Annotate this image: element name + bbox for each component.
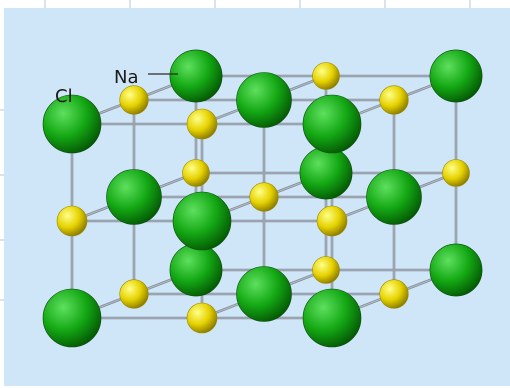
- sodium-atom: [442, 159, 470, 187]
- chloride-atom: [42, 288, 102, 348]
- chloride-atom: [429, 49, 483, 103]
- chloride-atom: [299, 146, 353, 200]
- sodium-atom: [312, 62, 340, 90]
- chloride-atom: [236, 266, 292, 322]
- sodium-atom: [186, 302, 218, 334]
- sodium-atom: [119, 279, 149, 309]
- sodium-atom: [119, 85, 149, 115]
- chloride-atom: [42, 94, 102, 154]
- lattice-atoms: [42, 49, 483, 348]
- chloride-atom: [302, 288, 362, 348]
- chloride-atom: [366, 169, 422, 225]
- sodium-atom: [182, 159, 210, 187]
- sodium-atom: [249, 182, 279, 212]
- sodium-atom: [379, 279, 409, 309]
- chloride-atom: [236, 72, 292, 128]
- chloride-atom: [302, 94, 362, 154]
- chloride-atom: [169, 49, 223, 103]
- page-grid: [0, 0, 471, 301]
- sodium-atom: [316, 205, 348, 237]
- chloride-atom: [172, 191, 232, 251]
- sodium-label: Na: [114, 67, 139, 88]
- chloride-label: Cl: [55, 86, 73, 107]
- sodium-atom: [379, 85, 409, 115]
- sodium-atom: [56, 205, 88, 237]
- sodium-atom: [312, 256, 340, 284]
- sodium-atom: [186, 108, 218, 140]
- chloride-atom: [429, 243, 483, 297]
- chloride-atom: [106, 169, 162, 225]
- chloride-atom: [169, 243, 223, 297]
